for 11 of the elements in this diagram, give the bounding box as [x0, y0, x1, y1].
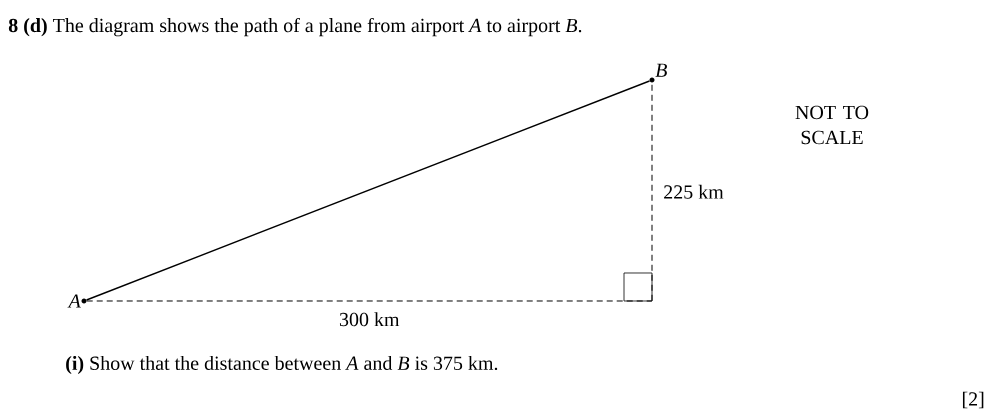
line-segment — [86, 300, 653, 302]
point-label: B — [655, 63, 667, 77]
question-text: 8 (d) The diagram shows the path of a plane from airport A to airport B. — [8, 17, 582, 37]
note-text: NOT TO SCALE — [795, 105, 869, 145]
marks-text: [2] — [962, 391, 984, 409]
line-segment — [85, 80, 651, 301]
point-label: A — [67, 294, 81, 308]
question-text: (i) Show that the distance between A and B is 375 km. — [66, 355, 498, 375]
length-label: 300 km — [339, 312, 400, 327]
length-label: 225 km — [664, 184, 724, 199]
right-angle-mark — [623, 272, 653, 302]
